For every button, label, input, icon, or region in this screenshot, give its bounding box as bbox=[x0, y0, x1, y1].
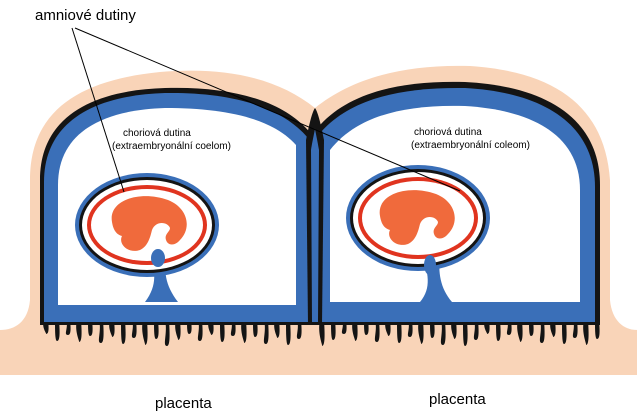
left-amniotic-sac bbox=[75, 173, 219, 302]
villus bbox=[583, 320, 589, 345]
villus bbox=[98, 320, 104, 343]
villus bbox=[397, 320, 402, 343]
villus bbox=[517, 320, 523, 342]
villus bbox=[418, 320, 424, 344]
left-embryo bbox=[111, 196, 187, 251]
villus bbox=[463, 320, 468, 346]
label-chorion-left-line2: (extraembryonální coelom) bbox=[112, 141, 231, 152]
villus bbox=[263, 320, 269, 344]
villus bbox=[164, 320, 170, 346]
right-amniotic-sac bbox=[346, 165, 490, 302]
villus bbox=[55, 320, 60, 341]
right-embryo bbox=[379, 190, 455, 245]
villus bbox=[539, 320, 545, 343]
left-connecting-stalk bbox=[145, 255, 178, 302]
label-placenta-right: placenta bbox=[429, 391, 486, 408]
villus bbox=[121, 320, 126, 344]
label-chorion-left-line1: choriová dutina bbox=[123, 128, 191, 139]
septum-blue bbox=[311, 128, 319, 322]
villus bbox=[374, 320, 380, 342]
villus bbox=[562, 320, 567, 344]
villus bbox=[220, 320, 225, 342]
villus bbox=[496, 320, 501, 341]
left-yolk-sac bbox=[151, 249, 165, 267]
villus bbox=[319, 320, 325, 346]
right-yolk-sac bbox=[424, 255, 436, 275]
label-chorion-right-line1: choriová dutina bbox=[414, 127, 482, 138]
villus bbox=[352, 320, 358, 341]
villus bbox=[440, 320, 446, 345]
villus bbox=[76, 320, 82, 342]
label-amniotic-cavities: amniové dutiny bbox=[35, 7, 136, 24]
pointer-line-right bbox=[74, 27, 461, 192]
villus bbox=[197, 320, 203, 341]
pointer-line-left bbox=[71, 27, 125, 193]
villus bbox=[241, 320, 247, 343]
villus bbox=[142, 320, 148, 345]
label-chorion-right-line2: (extraembryonální coleom) bbox=[411, 140, 530, 151]
label-placenta-left: placenta bbox=[155, 395, 212, 412]
villus bbox=[286, 320, 291, 345]
